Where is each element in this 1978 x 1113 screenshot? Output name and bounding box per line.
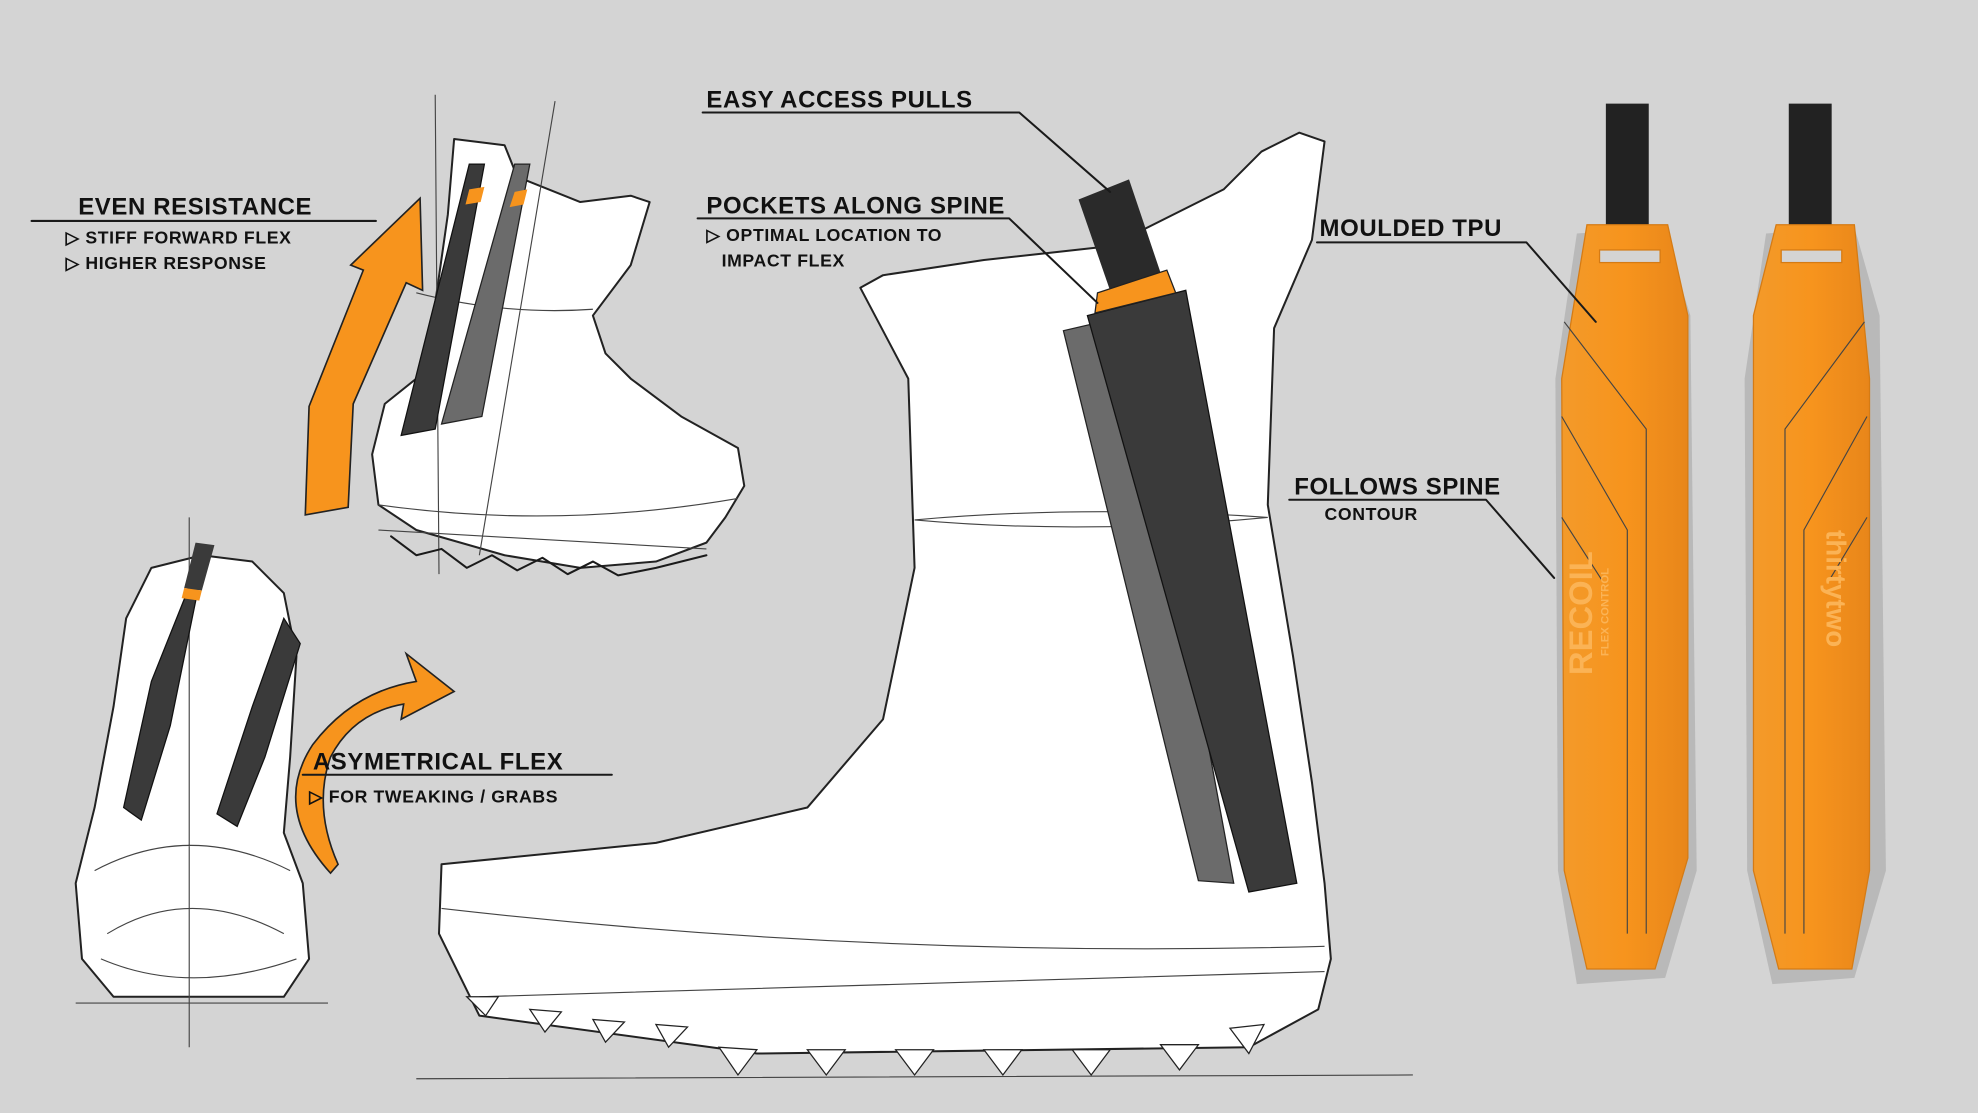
- side-boot-grey-pad: [440, 163, 531, 425]
- main-boot-construction-lines: [416, 511, 1413, 1080]
- annotation-leader-line: [1315, 241, 1597, 323]
- annotation-leader-line: [696, 217, 1099, 304]
- annotation-title: EASY ACCESS PULLS: [706, 86, 972, 113]
- pad-left-body: [1561, 224, 1689, 970]
- annotation-bullet: ▷ HIGHER RESPONSE: [65, 253, 267, 273]
- annotation-bullet: ▷ OPTIMAL LOCATION TO: [705, 225, 942, 245]
- recoil-pad-right: thirtytwo: [1744, 103, 1886, 985]
- annotation-bullet: ▷ STIFF FORWARD FLEX: [65, 228, 292, 248]
- annotation-even-resistance: EVEN RESISTANCE ▷ STIFF FORWARD FLEX ▷ H…: [30, 194, 377, 273]
- main-boot-sketch: [416, 131, 1413, 1080]
- annotation-leader-line: [1288, 498, 1556, 579]
- side-boot-sketch: [371, 94, 746, 577]
- annotation-title: EVEN RESISTANCE: [78, 194, 312, 221]
- rear-boot-right-pad: [216, 616, 301, 828]
- rear-boot-outline: [74, 554, 311, 998]
- annotation-bullet: IMPACT FLEX: [722, 250, 845, 270]
- asymmetrical-flex-arrow: [294, 651, 456, 875]
- annotation-bullet: ▷ FOR TWEAKING / GRABS: [308, 786, 558, 806]
- side-boot-orange-tabs: [465, 186, 528, 208]
- annotation-asymmetrical-flex: ASYMETRICAL FLEX ▷ FOR TWEAKING / GRABS: [301, 749, 613, 806]
- side-boot-sole-tread: [390, 535, 708, 577]
- main-boot-sole-lugs: [465, 996, 1266, 1077]
- side-boot-dark-pad: [400, 163, 486, 437]
- annotation-title: FOLLOWS SPINE: [1294, 474, 1500, 501]
- pad-left-strap-slot: [1598, 249, 1661, 264]
- recoil-pad-left: RECOIL FLEX CONTROL: [1555, 103, 1697, 985]
- main-boot-pull-strap: [1078, 179, 1164, 298]
- annotation-leader-line: [701, 111, 1112, 193]
- annotation-moulded-tpu: MOULDED TPU: [1315, 215, 1597, 323]
- main-boot-orange-tab: [1094, 269, 1177, 314]
- thirtytwo-logo: thirtytwo: [1821, 530, 1852, 647]
- rear-boot-orange-tab: [181, 588, 202, 601]
- rear-boot-pull-strap: [184, 542, 215, 591]
- annotation-follows-spine: FOLLOWS SPINE CONTOUR: [1288, 474, 1556, 579]
- recoil-logo: RECOIL: [1562, 551, 1599, 675]
- annotation-easy-access-pulls: EASY ACCESS PULLS: [701, 86, 1112, 193]
- annotation-title: MOULDED TPU: [1320, 215, 1503, 242]
- flex-control-tagline: FLEX CONTROL: [1599, 568, 1611, 656]
- annotation-title: ASYMETRICAL FLEX: [313, 749, 564, 776]
- forward-flex-arrow: [304, 196, 424, 516]
- sole-lug-shapes: [465, 996, 1266, 1077]
- rear-boot-sketch: [74, 517, 328, 1048]
- annotation-subtitle: CONTOUR: [1325, 504, 1418, 524]
- pad-right-body: [1752, 224, 1871, 970]
- pad-left-ridges: [1561, 321, 1647, 934]
- pad-right-ridges: [1784, 321, 1868, 934]
- annotation-pockets-along-spine: POCKETS ALONG SPINE ▷ OPTIMAL LOCATION T…: [696, 192, 1099, 304]
- rear-boot-construction-lines: [75, 517, 328, 1048]
- pad-right-strap-slot: [1780, 249, 1843, 264]
- annotation-title: POCKETS ALONG SPINE: [706, 192, 1005, 219]
